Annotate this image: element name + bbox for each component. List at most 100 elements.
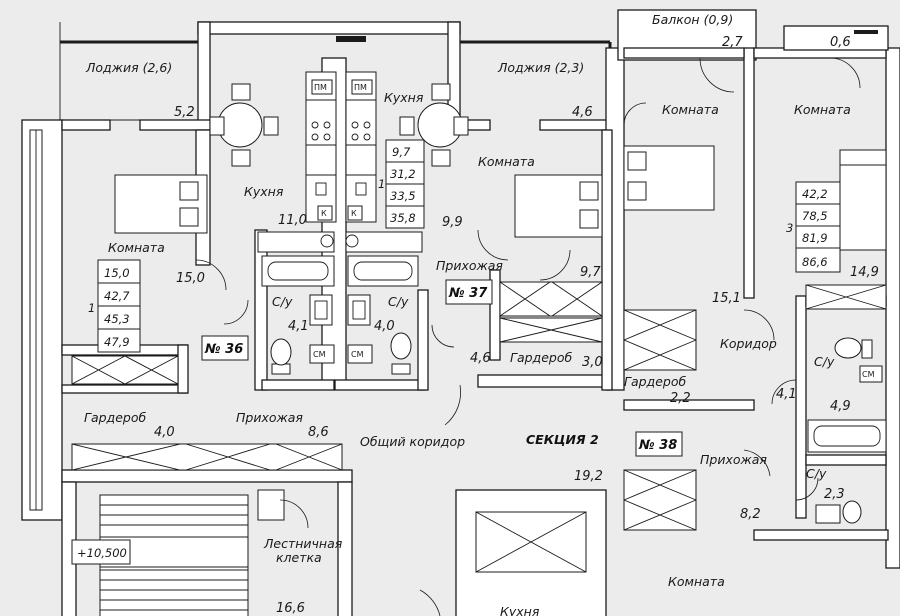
room-37-label: Комната — [478, 154, 535, 169]
area-wardrobe-38: 2,2 — [670, 391, 691, 406]
toilet-38 — [815, 337, 873, 524]
wardrobe-hall-36 — [71, 443, 343, 471]
bed-38a — [623, 145, 715, 211]
balcony-label: Балкон (0,9) — [652, 12, 733, 27]
wall-bath36-bottom — [261, 379, 335, 391]
wall-stair-right — [337, 481, 353, 616]
area-bath-37: 4,0 — [374, 319, 395, 334]
bathtub-36 — [261, 255, 335, 287]
area-hall-36: 8,6 — [308, 425, 329, 440]
kitchen-c-label: Кухня — [500, 604, 540, 616]
bath-37-label: С/у — [388, 294, 409, 309]
dining-table-36 — [209, 83, 279, 167]
wall-bath37-bottom — [334, 379, 426, 391]
fixture-box-k1 — [317, 205, 333, 221]
wardrobe-38-label: Гардероб — [624, 374, 686, 389]
summary-38-v4: 86,6 — [802, 255, 828, 269]
wall-37-bottom — [477, 374, 605, 388]
kitchen-37-counter — [345, 71, 377, 223]
labels: Балкон (0,9) Лоджия (2,6) Лоджия (2,3) 5… — [77, 12, 879, 616]
fixture-box-pm1 — [311, 79, 333, 95]
hall-38-label: Прихожая — [700, 452, 767, 467]
summary-37-v2: 31,2 — [390, 167, 416, 181]
apt-38-label: № 38 — [638, 438, 677, 453]
toilet-36 — [270, 338, 292, 375]
area-wardrobe-36: 4,0 — [154, 425, 175, 440]
room-38c-label: Комната — [668, 574, 725, 589]
wall-outer-right — [885, 47, 900, 569]
area-small-38: 2,3 — [824, 487, 845, 502]
summary-37-v4: 35,8 — [390, 211, 416, 225]
area-wardrobe-37a: 4,6 — [470, 351, 491, 366]
common-corridor-label: Общий коридор — [360, 434, 465, 449]
wardrobe-36-label: Гардероб — [84, 410, 146, 425]
area-balcony-a: 2,7 — [722, 35, 743, 50]
wall-38-bath-mid — [805, 454, 887, 466]
sink-37 — [347, 294, 371, 326]
area-room-36: 15,0 — [176, 271, 205, 286]
area-bath-36: 4,1 — [288, 319, 309, 334]
wall-37-room-r — [601, 129, 613, 391]
summary-37-v1: 9,7 — [392, 145, 411, 159]
bathtub-37 — [347, 255, 419, 287]
loggia-right-label: Лоджия (2,3) — [497, 60, 584, 75]
bathtub-38 — [807, 419, 887, 453]
elevation-box — [71, 539, 131, 565]
wall-38-bath — [795, 295, 807, 519]
elevation-label: +10,500 — [77, 546, 127, 560]
area-hall-37: 9,9 — [442, 215, 463, 230]
wall-38-bottom — [753, 529, 889, 541]
area-room-37: 9,7 — [580, 265, 601, 280]
summary-36-v2: 42,7 — [104, 289, 130, 303]
toilet-37 — [390, 332, 412, 375]
wardrobe-37-label: Гардероб — [510, 350, 572, 365]
kitchen-37-label: Кухня — [384, 90, 424, 105]
wall-38-top-a — [623, 47, 745, 59]
area-room-38a: 15,1 — [712, 291, 741, 306]
stair-steps — [100, 504, 248, 611]
area-hall-38: 19,2 — [574, 469, 603, 484]
area-room-38b: 14,9 — [850, 265, 879, 280]
summary-37-v3: 33,5 — [390, 189, 416, 203]
apt-36-label: № 36 — [204, 342, 243, 357]
bed-38b — [839, 149, 887, 251]
area-loggia-right: 4,6 — [572, 105, 593, 120]
wall-hall-bottom — [61, 469, 353, 483]
area-loggia-left: 5,2 — [174, 105, 195, 120]
fixture-box-sm1 — [309, 344, 335, 364]
wall-top-kitchens — [197, 21, 461, 35]
loggia-left-label: Лоджия (2,6) — [85, 60, 172, 75]
radiators — [257, 231, 423, 253]
vent-shaft — [336, 36, 366, 42]
summary-38-v1: 42,2 — [802, 187, 828, 201]
apt-36-box — [201, 335, 249, 361]
stair-label-2: клетка — [276, 550, 322, 565]
apt-37-box — [445, 279, 493, 305]
bed-37 — [514, 174, 603, 238]
bath-38b-label: С/у — [806, 466, 827, 481]
bath-38a-label: С/у — [814, 354, 835, 369]
wardrobe-37 — [499, 281, 603, 343]
summary-36-v1: 15,0 — [104, 266, 130, 280]
bath-36-label: С/у — [272, 294, 293, 309]
summary-38-rooms: 3 — [786, 221, 793, 235]
summary-36-rooms: 1 — [88, 301, 95, 315]
wardrobe-38 — [623, 284, 887, 531]
area-hall-38b: 8,2 — [740, 507, 761, 522]
wall-bath37-right — [417, 289, 429, 391]
room-36-label: Комната — [108, 240, 165, 255]
wall-kitchen-left — [197, 21, 211, 133]
door-arcs — [195, 57, 861, 616]
summary-36-v4: 47,9 — [104, 335, 130, 349]
stair-label-1: Лестничная — [263, 536, 343, 551]
summary-38-v3: 81,9 — [802, 231, 828, 245]
summary-table-36 — [97, 259, 141, 353]
area-bath-38b: 4,9 — [830, 399, 851, 414]
fixture-box-sm2 — [347, 344, 373, 364]
room-38a-label: Комната — [662, 102, 719, 117]
corridor-label: Коридор — [720, 336, 777, 351]
summary-table-38 — [795, 181, 841, 273]
fixture-box-sm3 — [859, 365, 883, 383]
wall-38-hall — [623, 399, 755, 411]
bed-36 — [114, 174, 208, 234]
